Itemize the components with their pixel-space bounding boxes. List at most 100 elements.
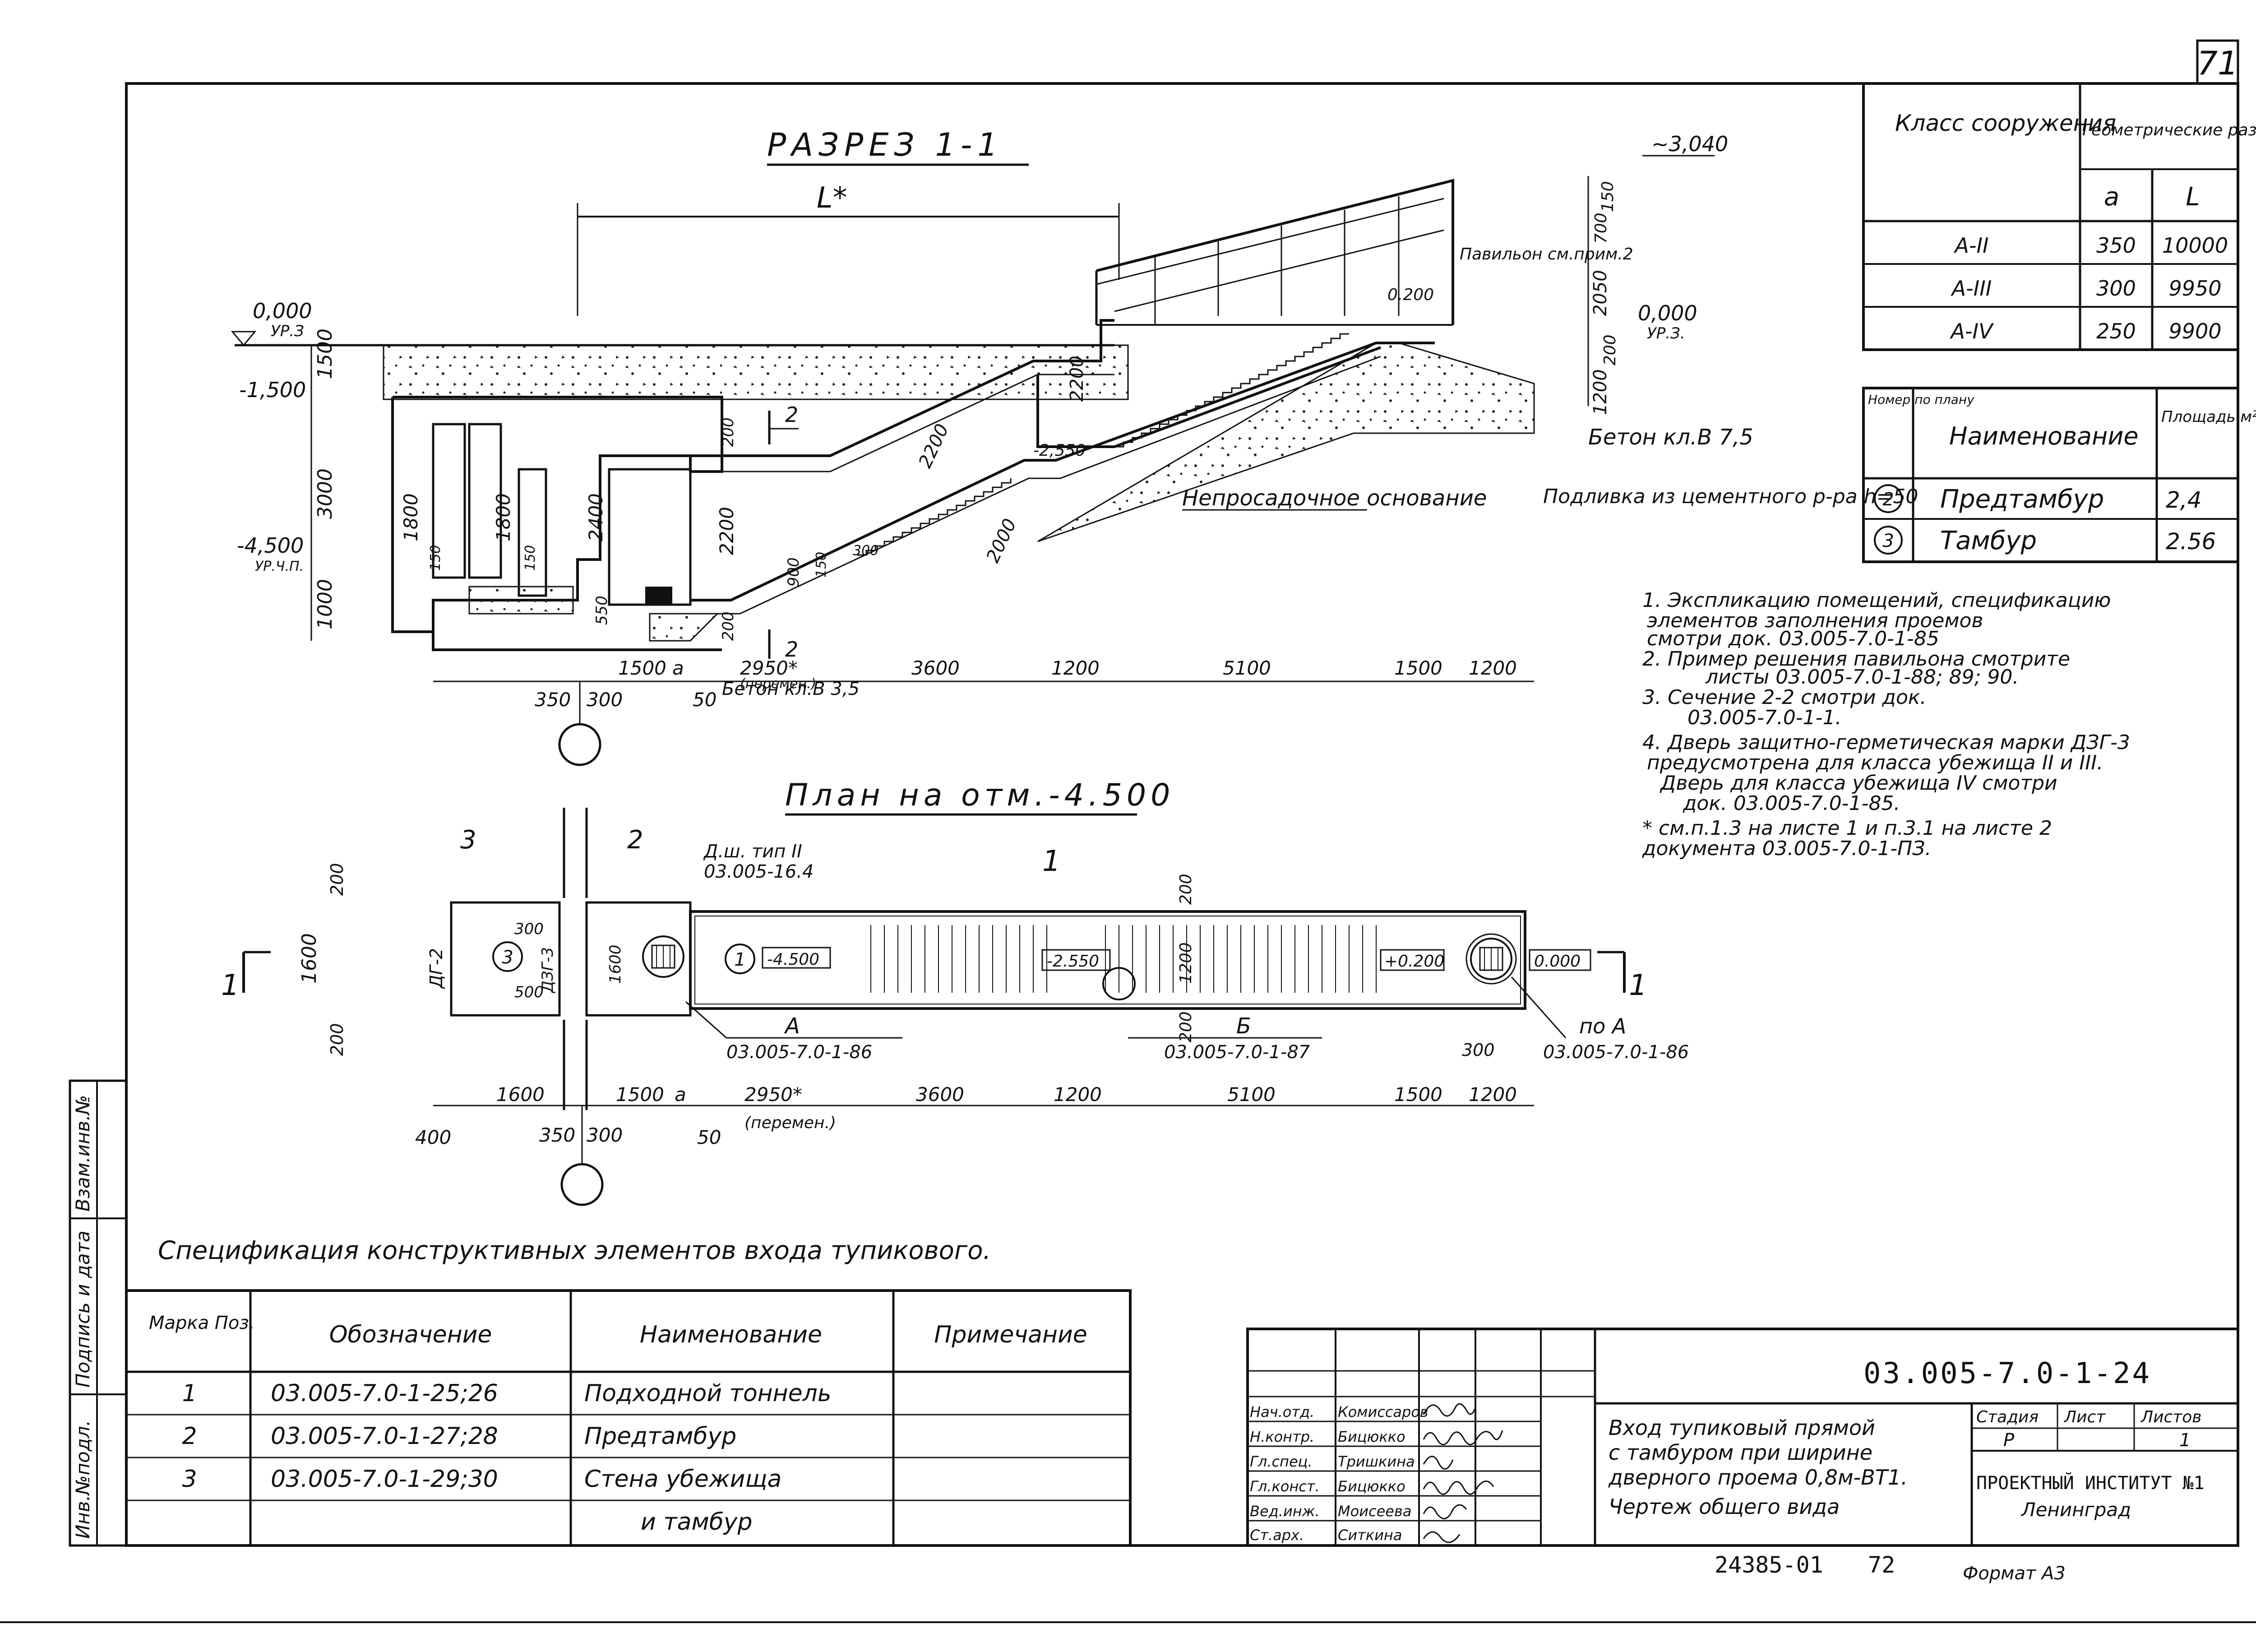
room-number-3: 3	[502, 947, 513, 968]
plan-dim-4: 300	[514, 920, 544, 938]
level-left-top: 0,000	[253, 299, 312, 323]
spec-r3-name: Стена убежища	[584, 1466, 781, 1493]
spec-r2-mark: 2	[182, 1423, 197, 1450]
axis-bubble-plan	[560, 1163, 604, 1206]
plan-dim-5: 500	[514, 983, 544, 1001]
plan-bdim-400: 400	[415, 1126, 451, 1148]
section-mark-right: 1	[1629, 969, 1647, 1002]
length-label: L*	[817, 181, 847, 215]
node-pa-ref: 03.005-7.0-1-86	[1543, 1042, 1689, 1063]
plan-bdim-5100: 5100	[1227, 1083, 1276, 1106]
plan-level-4: 0.000	[1534, 952, 1581, 971]
spec-r1-des: 03.005-7.0-1-25;26	[271, 1380, 498, 1407]
node-b-label: Б	[1236, 1013, 1251, 1039]
level-bottom-tag: УР.Ч.П.	[255, 559, 304, 574]
room-name-2: Предтамбур	[1940, 485, 2104, 514]
tb-name-1: Комиссаров	[1338, 1403, 1428, 1421]
note-line-8: 4. Дверь защитно-герметическая марки ДЗГ…	[1642, 731, 2130, 754]
sec-dim-1200b: 1200	[1469, 657, 1517, 679]
drain-grate-icon	[1470, 938, 1512, 980]
plan-level-2: -2.550	[1047, 952, 1099, 971]
plan-dim-8: 1200	[1177, 942, 1195, 984]
door-code-1: ДГ-2	[426, 948, 446, 989]
sheet-format: Формат А3	[1963, 1563, 2066, 1584]
right-dims: 150 700 2050 200 1200	[1587, 176, 1619, 415]
section-view: РАЗРЕЗ 1-1 L* 0,000 УР.З -1,500 -4,500 У…	[231, 126, 1918, 766]
side-stamp-sign: Подпись и дата	[72, 1231, 94, 1388]
level-mid: -1,500	[239, 378, 306, 402]
spec-r3-mark: 3	[182, 1466, 197, 1493]
tb-sheets-label: Листов	[2140, 1408, 2201, 1426]
sec-dim-var: (перемен.)	[740, 676, 816, 692]
plan-bdim-300: 300	[587, 1124, 623, 1146]
drain-grate-icon	[642, 935, 684, 978]
sec-dim-5100: 5100	[1223, 657, 1271, 679]
plan-bdim-1600: 1600	[496, 1083, 545, 1106]
class-table: Класс сооружения Геометрические размеры,…	[1862, 82, 2256, 351]
spec-r1-mark: 1	[182, 1380, 197, 1407]
room-area-2: 2,4	[2166, 487, 2202, 513]
dim-left-1: 1500	[314, 329, 337, 379]
plan-level-1: -4.500	[767, 950, 819, 969]
node-pa-label: по А	[1579, 1014, 1626, 1038]
cut-mark-top: 2	[785, 403, 798, 427]
spec-r2-name: Предтамбур	[584, 1423, 736, 1450]
plan-dim-7: 200	[1177, 874, 1195, 905]
tb-desc-3: дверного проема 0,8м-ВТ1.	[1608, 1465, 1908, 1490]
plan-bdim-1500: 1500	[616, 1083, 664, 1106]
spec-title: Спецификация конструктивных элементов вх…	[158, 1236, 991, 1265]
spec-r1-name: Подходной тоннель	[584, 1380, 832, 1407]
room-num-marker-2	[1874, 484, 1903, 513]
note-line-7: 03.005-7.0-1-1.	[1687, 706, 1842, 729]
level-right: 0,000	[1638, 301, 1697, 325]
class-row2-a: 300	[2096, 276, 2136, 301]
dim-right-3: 2050	[1590, 270, 1611, 316]
plan-dim-2: 1600	[298, 933, 321, 984]
sec-dim-1200a: 1200	[1051, 657, 1100, 679]
class-row1-a: 350	[2096, 233, 2136, 258]
soil-band	[383, 344, 1129, 400]
side-stamp-inv: Инв.№подл.	[72, 1420, 94, 1539]
dim-stair-5: 200	[719, 611, 737, 641]
plan-callout-2: 2	[627, 825, 643, 855]
section-mark-left: 1	[221, 969, 240, 1002]
room-marker-1	[725, 944, 755, 974]
level-top-landing: 0.200	[1387, 286, 1434, 304]
tb-desc-1: Вход тупиковый прямой	[1609, 1416, 1875, 1440]
tb-role-2: Н.контр.	[1250, 1428, 1314, 1445]
plan-bdim-3600: 3600	[916, 1083, 964, 1106]
class-row3-l: 9900	[2168, 319, 2221, 343]
tb-role-1: Нач.отд.	[1250, 1403, 1314, 1421]
class-col2: Геометрические размеры,мм	[2082, 121, 2256, 139]
dim-inner-6: 150	[522, 545, 538, 571]
room-name-3: Тамбур	[1940, 526, 2037, 555]
door-ref: 03.005-16.4	[704, 861, 814, 882]
note-line-3: смотри док. 03.005-7.0-1-85	[1647, 627, 1939, 650]
class-row2-cls: А-III	[1951, 276, 1992, 301]
sheet-frame	[125, 82, 2239, 1547]
note-line-9: предусмотрена для класса убежища II и II…	[1647, 751, 2103, 774]
dim-inner-2: 1800	[492, 493, 514, 541]
spec-r3-des: 03.005-7.0-1-29;30	[271, 1466, 498, 1493]
spec-r4-name: и тамбур	[641, 1509, 753, 1536]
note-line-4: 2. Пример решения павильона смотрите	[1642, 648, 2070, 671]
plan-bdim-var: (перемен.)	[744, 1114, 836, 1132]
dim-right-4: 200	[1601, 334, 1619, 366]
class-sub-a: a	[2104, 182, 2119, 212]
room-number-1: 1	[734, 949, 745, 970]
room-marker-3	[492, 941, 523, 972]
class-row1-l: 10000	[2162, 233, 2228, 258]
base-note: Непросадочное основание	[1182, 486, 1487, 511]
signatures	[1423, 1403, 1503, 1543]
room-num-marker-3	[1874, 526, 1903, 555]
node-pa-circle	[1465, 933, 1517, 985]
tunnel-and-stair	[649, 319, 1535, 642]
tb-name-5: Моисеева	[1338, 1503, 1411, 1520]
dim-stair-2: 2200	[915, 421, 953, 472]
level-landing: -2,550	[1033, 441, 1086, 460]
room-col-num: Номер по плану	[1868, 392, 1974, 407]
note-line-6: 3. Сечение 2-2 смотри док.	[1642, 686, 1926, 709]
plan-level-3: +0.200	[1384, 952, 1444, 971]
dim-inner-3: 2400	[585, 493, 607, 541]
